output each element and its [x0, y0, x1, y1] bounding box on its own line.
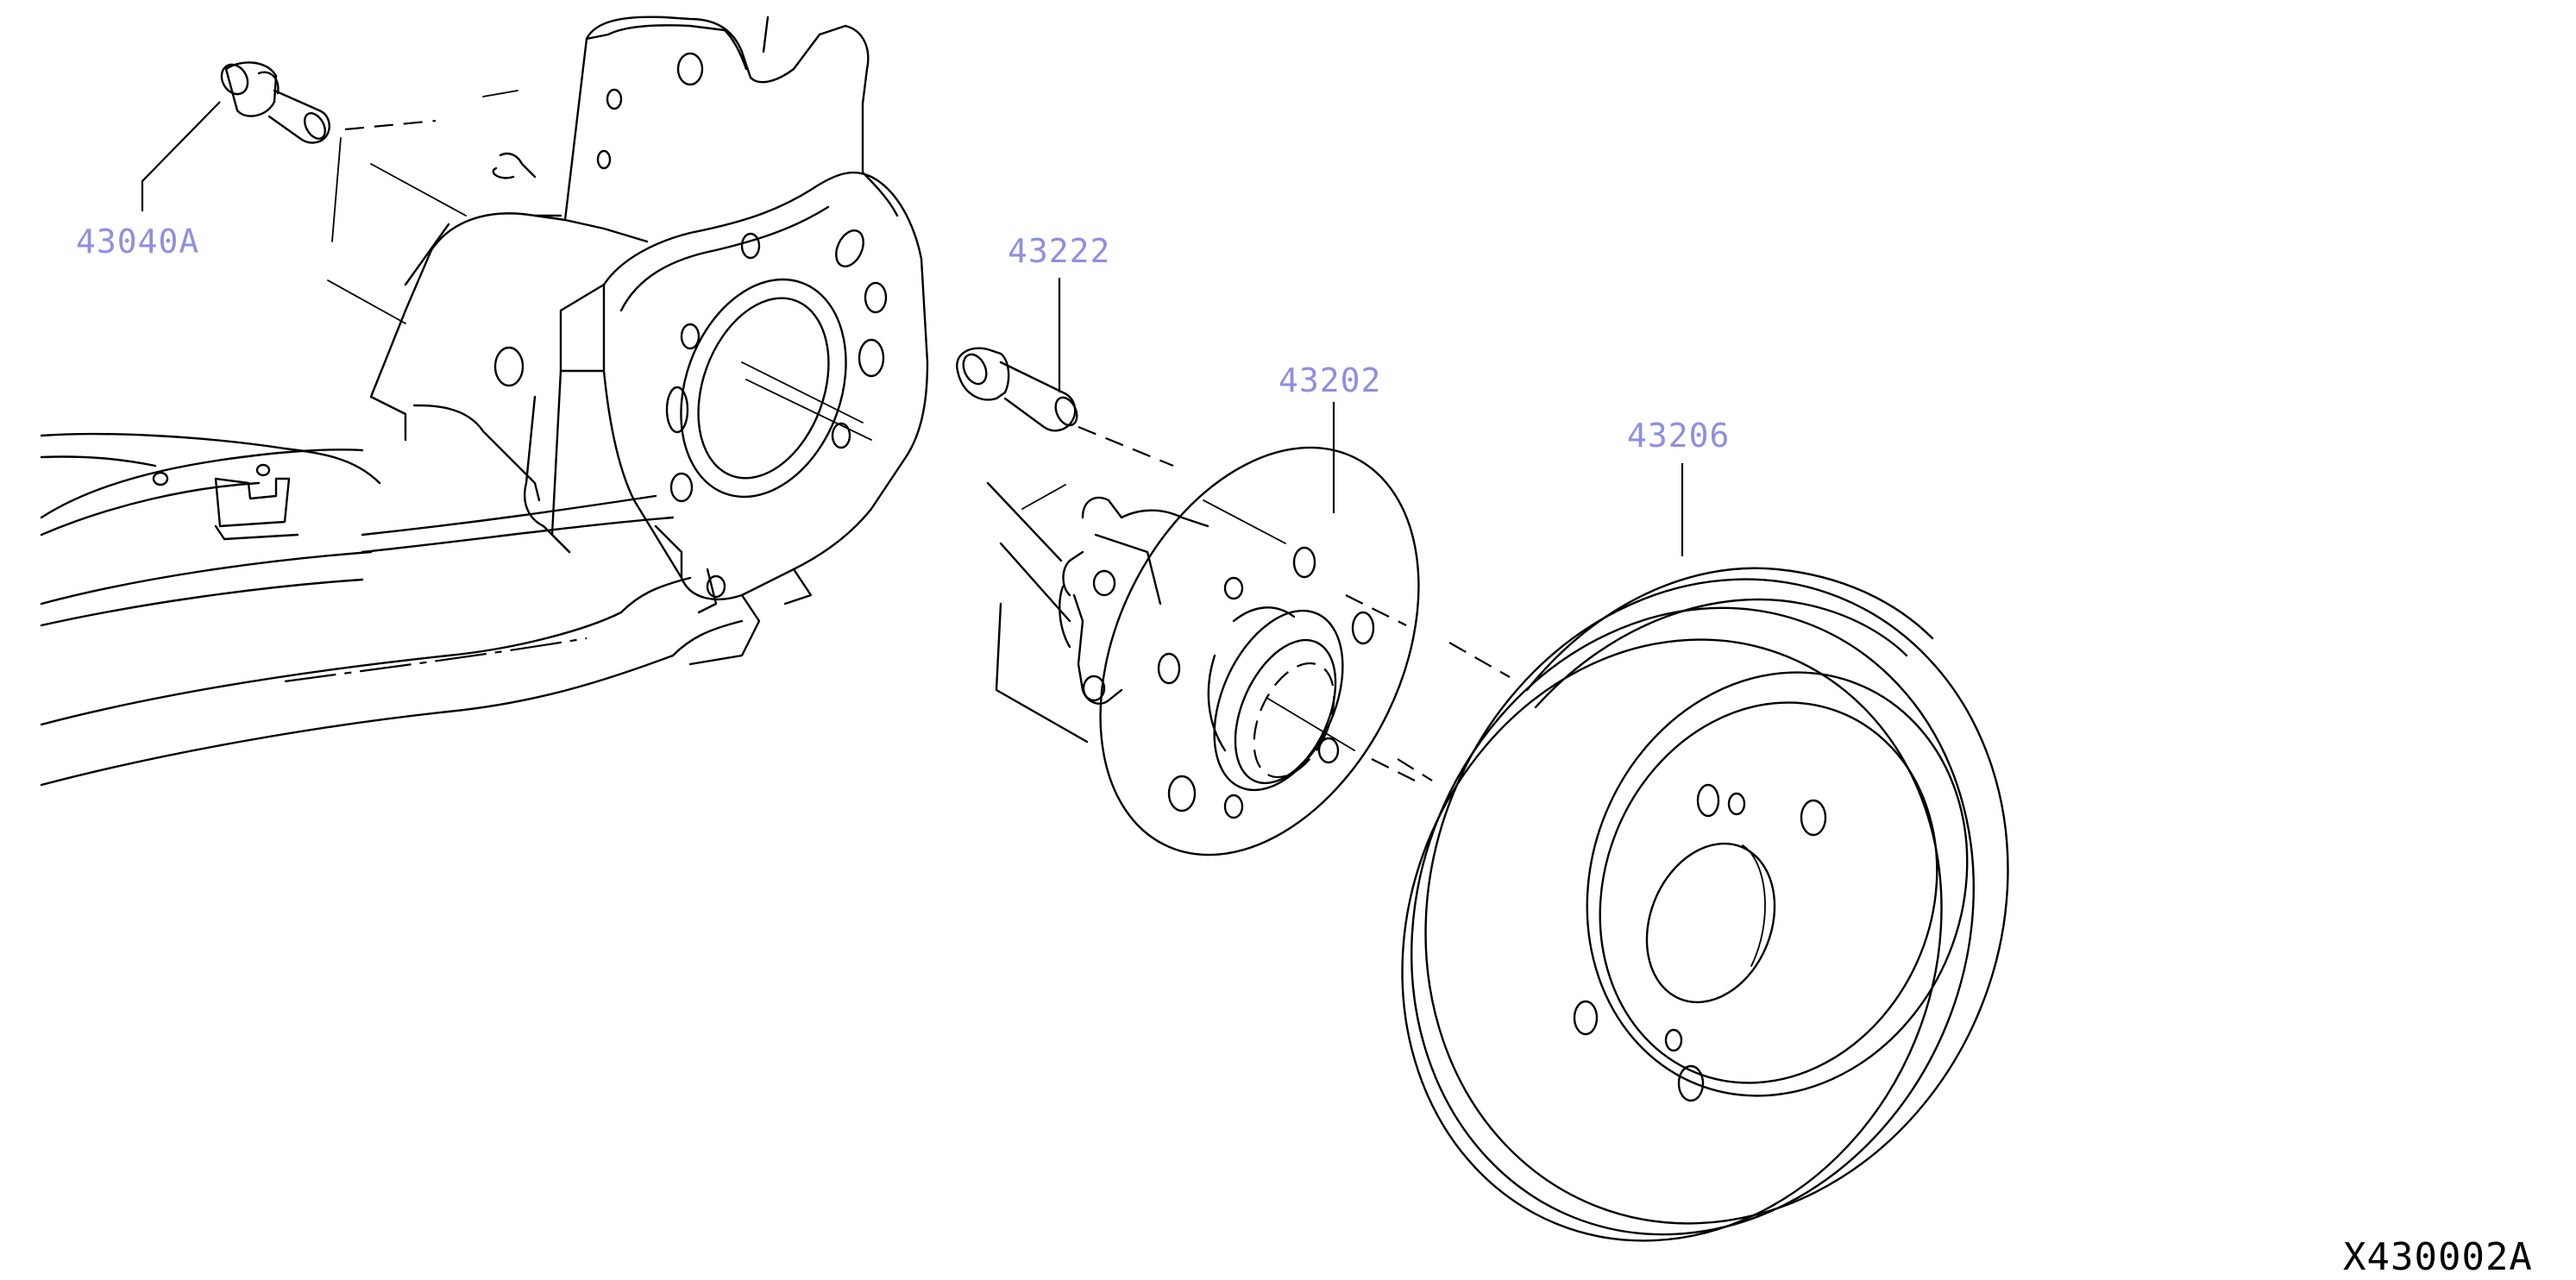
- drum-part-number-label: 43206: [1627, 417, 1730, 455]
- stud-part-number-label: 43222: [1008, 232, 1110, 270]
- figure-code-label: X430002A: [2343, 1235, 2533, 1279]
- axle-beam: [40, 432, 744, 787]
- axle-knuckle-bracket: [369, 16, 929, 666]
- hub-bearing-43202: [986, 402, 1420, 856]
- hub-part-number-label: 43202: [1279, 361, 1381, 399]
- brake-drum-43206: [1397, 463, 2009, 1242]
- hub-stud-43222: [956, 278, 1174, 467]
- bolt-part-number-label: 43040A: [76, 223, 199, 260]
- bolt-43040a: [141, 61, 518, 324]
